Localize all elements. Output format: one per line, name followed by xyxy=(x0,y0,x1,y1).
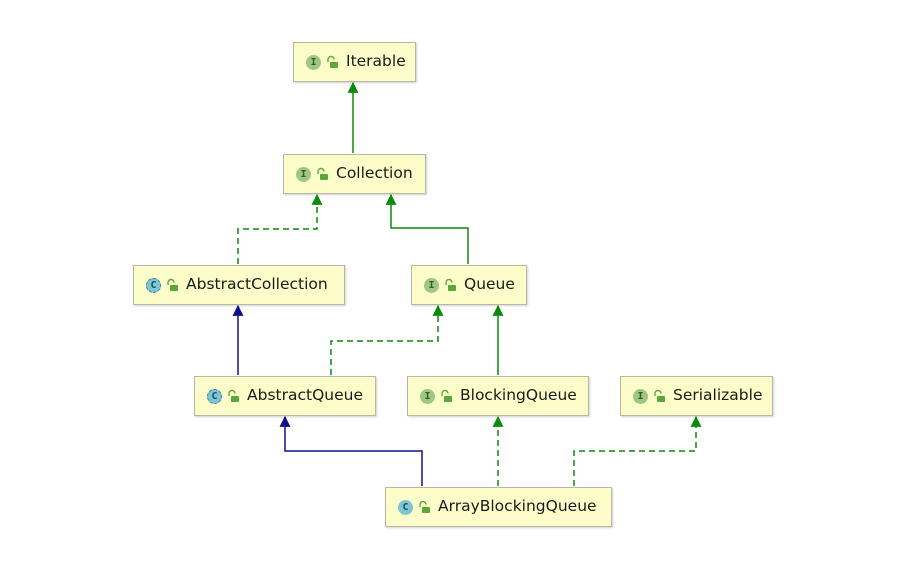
node-abstract-collection[interactable]: C AbstractCollection xyxy=(133,265,345,305)
interface-icon: I xyxy=(296,166,311,182)
lock-open-icon xyxy=(441,389,452,402)
abstract-class-icon: C xyxy=(207,388,222,404)
edge-queue-collection xyxy=(385,193,469,264)
node-abstract-queue[interactable]: C AbstractQueue xyxy=(194,376,376,416)
lock-open-icon xyxy=(654,389,665,402)
node-label: Queue xyxy=(464,275,515,294)
edge-abstractqueue-queue xyxy=(330,304,444,375)
node-queue[interactable]: I Queue xyxy=(411,265,527,305)
node-label: AbstractCollection xyxy=(186,275,328,294)
interface-icon: I xyxy=(424,277,439,293)
lock-open-icon xyxy=(445,278,456,291)
node-label: AbstractQueue xyxy=(247,386,363,405)
class-icon: C xyxy=(398,499,413,515)
interface-icon: I xyxy=(633,388,648,404)
node-label: ArrayBlockingQueue xyxy=(438,497,597,516)
node-array-blocking-queue[interactable]: C ArrayBlockingQueue xyxy=(385,487,612,527)
lock-open-icon xyxy=(317,167,328,180)
interface-icon: I xyxy=(306,54,321,70)
node-label: Iterable xyxy=(346,52,406,71)
edge-arrayblockingqueue-serializable xyxy=(573,415,702,486)
node-label: Serializable xyxy=(673,386,763,405)
lock-open-icon xyxy=(327,55,338,68)
edge-arrayblockingqueue-abstractqueue xyxy=(279,415,423,486)
node-label: Collection xyxy=(336,164,413,183)
node-blocking-queue[interactable]: I BlockingQueue xyxy=(407,376,589,416)
node-iterable[interactable]: I Iterable xyxy=(293,42,416,82)
interface-icon: I xyxy=(420,388,435,404)
lock-open-icon xyxy=(167,278,178,291)
node-label: BlockingQueue xyxy=(460,386,577,405)
abstract-class-icon: C xyxy=(146,277,161,293)
node-serializable[interactable]: I Serializable xyxy=(620,376,773,416)
edge-abstractcollection-collection xyxy=(237,193,323,264)
lock-open-icon xyxy=(228,389,239,402)
node-collection[interactable]: I Collection xyxy=(283,154,426,194)
lock-open-icon xyxy=(419,500,430,513)
